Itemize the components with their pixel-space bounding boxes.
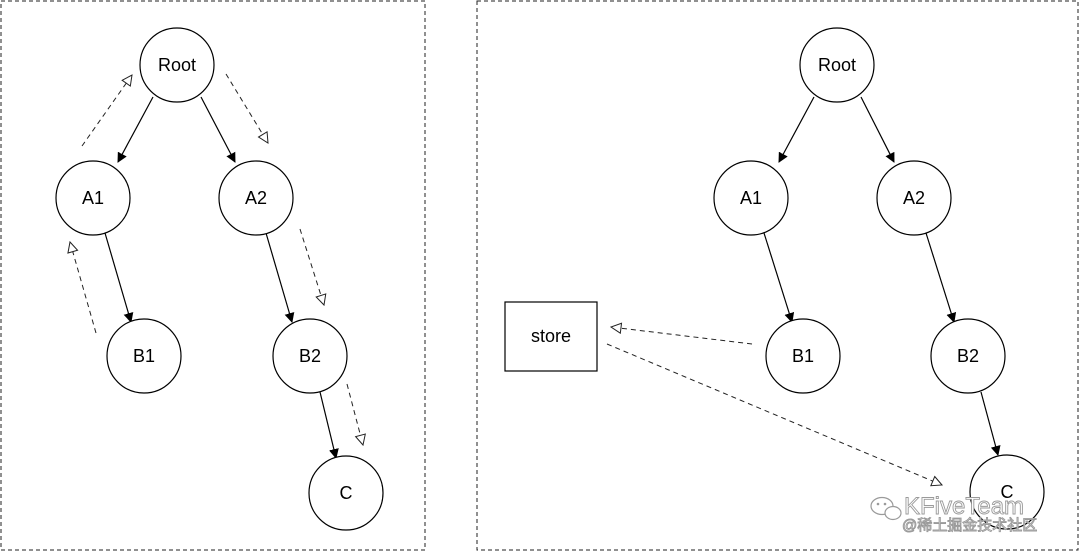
left-panel: Root A1 A2 B1 B2 C [0,0,426,551]
left-node-c: C [308,455,384,531]
right-edge-a2-b2 [925,232,957,323]
left-edge-a1-b1 [104,232,134,323]
right-edge-root-a2 [860,96,895,163]
store-label: store [531,326,571,346]
left-node-a2: A2 [218,160,294,236]
right-node-b2: B2 [930,318,1006,394]
right-node-b1-label: B1 [792,346,814,366]
left-node-a2-label: A2 [245,188,267,208]
left-panel-border [0,0,426,551]
left-dashed-arrow-b2-to-c [346,383,363,445]
left-node-a1-label: A1 [82,188,104,208]
left-dashed-arrow-b1-to-a1 [70,242,97,334]
left-node-c-label: C [340,483,353,503]
right-panel: store Root A1 A2 B1 B2 C [476,0,1079,551]
left-node-root-label: Root [158,55,196,75]
right-panel-border [476,0,1079,551]
right-node-c: C [969,454,1045,530]
left-edge-b2-c [319,391,339,459]
watermark: KFiveTeam @稀土掘金技术社区 [870,493,1038,534]
left-edge-root-a1 [117,96,154,163]
watermark-brand: KFiveTeam [904,493,1024,520]
right-edge-root-a1 [778,96,815,163]
left-node-b2-label: B2 [299,346,321,366]
left-dashed-arrow-a2-to-b2 [299,228,324,305]
left-node-b2: B2 [272,318,348,394]
watermark-community: @稀土掘金技术社区 [902,517,1037,534]
left-node-a1: A1 [55,160,131,236]
right-node-b2-label: B2 [957,346,979,366]
right-node-b1: B1 [765,318,841,394]
right-node-c-label: C [1001,482,1014,502]
right-node-a2-label: A2 [903,188,925,208]
right-node-a2: A2 [876,160,952,236]
store-box: store [504,301,598,372]
right-node-root: Root [799,27,875,103]
right-node-root-label: Root [818,55,856,75]
right-dashed-arrow-b1-to-store [611,327,753,345]
right-edge-b2-c [980,391,1001,456]
wechat-icon [870,496,902,521]
left-node-b1: B1 [106,318,182,394]
right-node-a1-label: A1 [740,188,762,208]
left-node-b1-label: B1 [133,346,155,366]
left-dashed-arrow-a1-to-root [81,75,132,147]
right-node-a1: A1 [713,160,789,236]
left-edge-root-a2 [200,96,236,163]
left-node-root: Root [139,27,215,103]
right-dashed-arrow-store-to-c [606,343,942,485]
left-dashed-arrow-root-to-a2 [225,73,268,143]
right-edge-a1-b1 [763,232,795,323]
left-edge-a2-b2 [265,232,295,323]
